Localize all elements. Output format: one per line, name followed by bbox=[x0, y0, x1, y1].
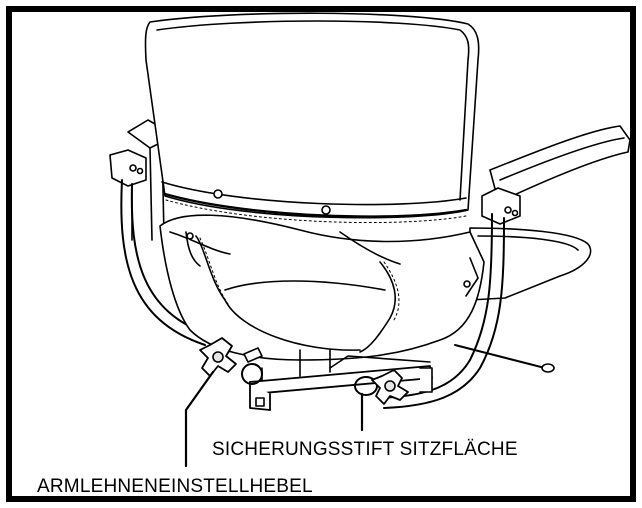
diagram-border bbox=[6, 6, 636, 502]
armrest-lever-knob bbox=[199, 337, 263, 385]
seat-pin-label: SICHERUNGSSTIFT SITZFLÄCHE bbox=[212, 439, 518, 460]
seat-underside bbox=[159, 214, 485, 361]
backrest bbox=[144, 12, 480, 224]
armrest-lever-label: ARMLEHNENEINSTELLHEBEL bbox=[37, 476, 313, 497]
seat-pin-knob bbox=[354, 369, 409, 405]
right-armrest bbox=[379, 125, 631, 409]
arm-lever-leader bbox=[184, 370, 215, 468]
seat-cushion bbox=[454, 227, 592, 373]
